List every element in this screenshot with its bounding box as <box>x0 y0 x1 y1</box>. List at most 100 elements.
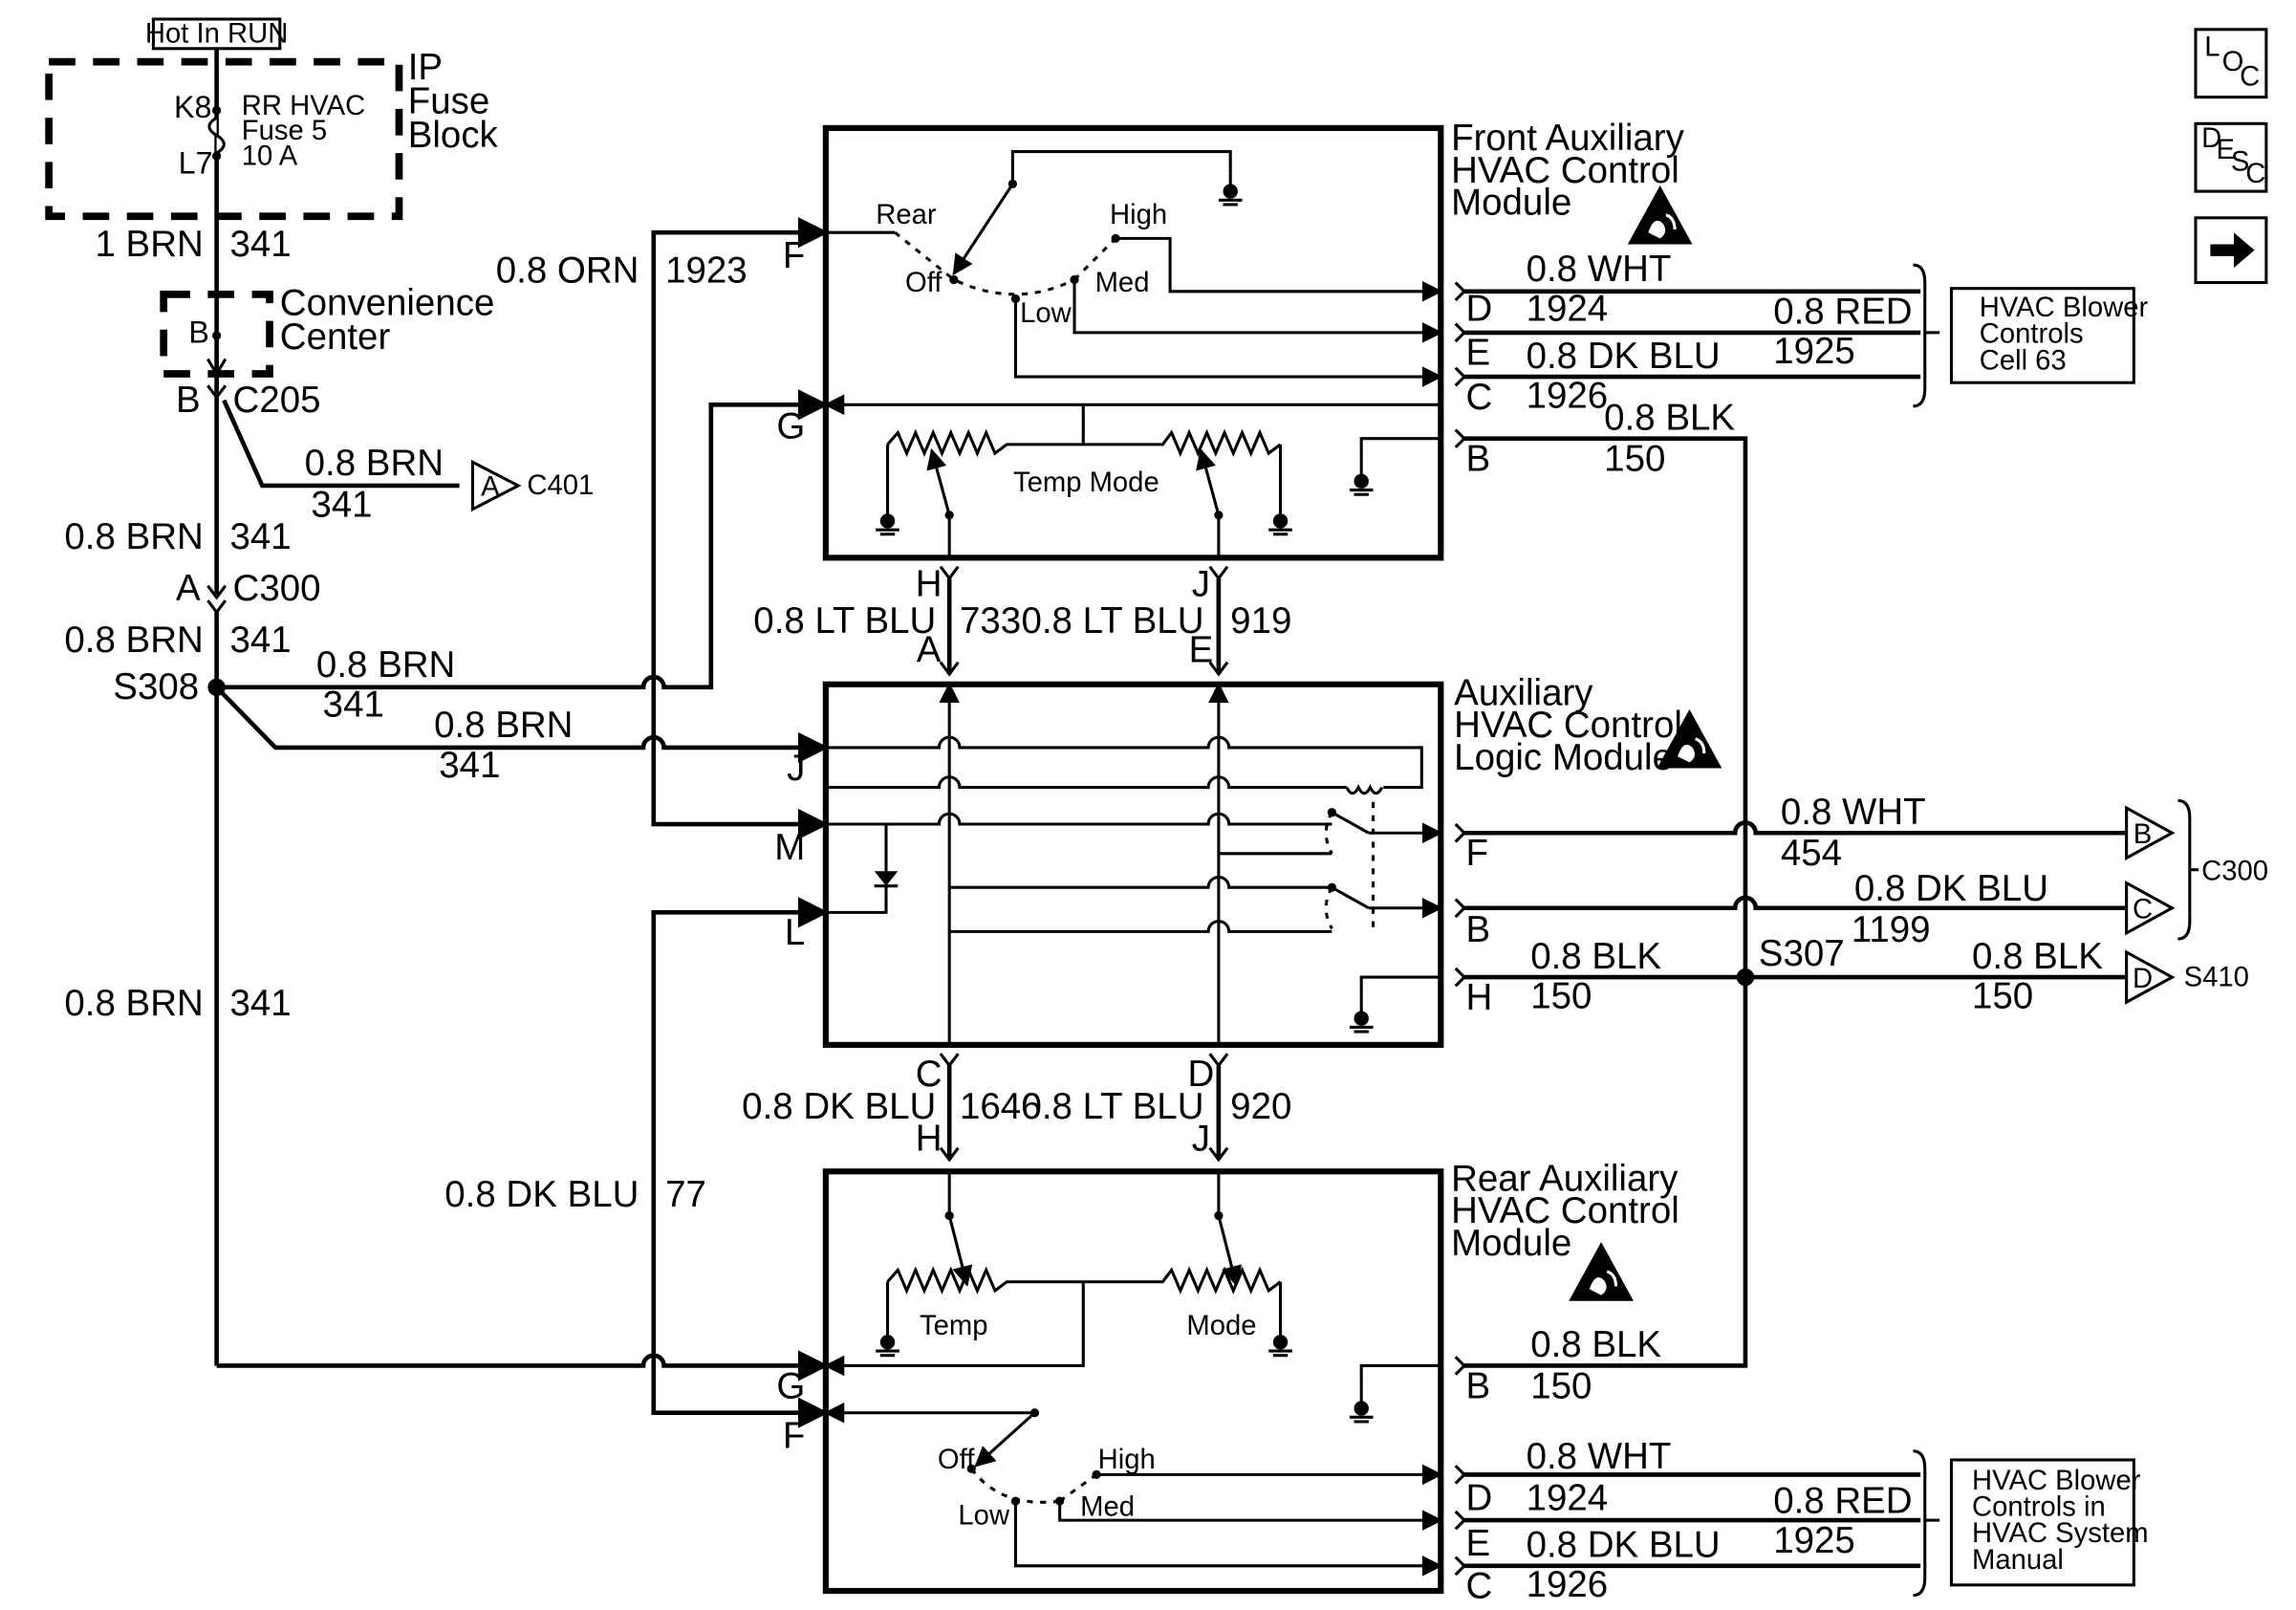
relay-coil <box>1345 784 1384 795</box>
logic-module-title: Auxiliary HVAC Control Logic Module <box>1454 672 1682 778</box>
svg-text:150: 150 <box>1530 975 1592 1016</box>
rear-aux-hvac-module <box>822 1168 1444 1595</box>
svg-text:B: B <box>1465 909 1490 950</box>
svg-text:H: H <box>1465 977 1492 1018</box>
svg-text:0.8 LT BLU: 0.8 LT BLU <box>1021 600 1203 642</box>
ref-box-hvac-blower-cell63[interactable]: HVAC Blower Controls Cell 63 <box>1949 287 2149 384</box>
svg-text:HVAC System: HVAC System <box>1972 1518 2149 1549</box>
loc-button[interactable]: L O C <box>2194 28 2268 99</box>
aux-hvac-logic-module <box>822 681 1444 1048</box>
logic-pin-l: L <box>785 912 805 953</box>
svg-text:Low: Low <box>1020 298 1072 329</box>
front-pin-f: F <box>783 235 805 276</box>
svg-text:0.8 LT BLU: 0.8 LT BLU <box>1021 1086 1203 1127</box>
svg-text:E: E <box>2217 135 2236 165</box>
svg-text:RR HVAC: RR HVAC <box>242 91 365 121</box>
svg-text:Center: Center <box>280 316 391 358</box>
wire-color-brn-a: 0.8 BRN <box>64 516 203 557</box>
svg-text:454: 454 <box>1781 833 1842 874</box>
svg-text:Med: Med <box>1080 1491 1135 1522</box>
svg-text:C: C <box>1465 377 1492 418</box>
svg-text:0.8 BLK: 0.8 BLK <box>1604 397 1735 438</box>
wire-num-brn-b: 341 <box>229 620 291 661</box>
svg-text:1924: 1924 <box>1527 1477 1609 1518</box>
c401-arrow: A C401 <box>470 459 594 512</box>
svg-text:S: S <box>2231 147 2250 178</box>
svg-text:Rear Auxiliary: Rear Auxiliary <box>1451 1158 1679 1199</box>
c300-connector <box>206 599 227 615</box>
ref-box-hvac-blower-system-manual[interactable]: HVAC Blower Controls in HVAC System Manu… <box>1949 1458 2149 1587</box>
front-module-title: Front Auxiliary HVAC Control Module <box>1451 118 1684 224</box>
svg-text:B: B <box>1465 439 1490 480</box>
wire-num-s2: 341 <box>439 745 500 786</box>
c205-label: C205 <box>233 380 321 421</box>
ground-icon <box>1348 1389 1375 1424</box>
svg-text:Module: Module <box>1451 1223 1571 1264</box>
svg-text:L7: L7 <box>179 146 213 181</box>
svg-text:1925: 1925 <box>1773 1520 1855 1561</box>
wire-color-s2: 0.8 BRN <box>434 705 573 746</box>
svg-text:HVAC Control: HVAC Control <box>1451 1190 1679 1231</box>
svg-text:0.8 WHT: 0.8 WHT <box>1527 1436 1672 1477</box>
svg-text:HVAC Blower: HVAC Blower <box>1980 293 2149 323</box>
c401-branch-wire <box>222 399 460 489</box>
c205-pin: B <box>176 380 201 421</box>
svg-text:0.8 RED: 0.8 RED <box>1773 1480 1912 1521</box>
svg-text:0.8 DK BLU: 0.8 DK BLU <box>1527 336 1721 377</box>
svg-text:0.8 WHT: 0.8 WHT <box>1527 249 1672 290</box>
svg-text:D: D <box>1188 1054 1215 1095</box>
svg-text:1924: 1924 <box>1527 289 1609 330</box>
logic-pin-m: M <box>774 827 805 868</box>
svg-text:D: D <box>1465 1477 1492 1518</box>
wire-color-long: 0.8 BRN <box>64 983 203 1024</box>
diode-symbol <box>874 871 899 886</box>
svg-text:C: C <box>2240 61 2260 92</box>
svg-text:0.8 BLK: 0.8 BLK <box>1972 936 2103 977</box>
svg-text:Fuse 5: Fuse 5 <box>242 116 327 146</box>
svg-text:Low: Low <box>958 1501 1010 1532</box>
wire-color-brn-b: 0.8 BRN <box>64 620 203 661</box>
wire-num-77: 77 <box>665 1174 706 1215</box>
desc-button[interactable]: D E S C <box>2194 121 2268 193</box>
wire-color-1brn: 1 BRN <box>95 224 203 265</box>
svg-text:919: 919 <box>1230 600 1291 642</box>
svg-text:Auxiliary: Auxiliary <box>1454 672 1593 713</box>
svg-text:C: C <box>1465 1566 1492 1607</box>
svg-text:K8: K8 <box>174 90 212 124</box>
svg-text:HVAC Blower: HVAC Blower <box>1972 1466 2141 1496</box>
s308-label: S308 <box>113 666 199 707</box>
front-temp-mode-controls: Temp Mode <box>823 394 1441 558</box>
svg-text:0.8 BLK: 0.8 BLK <box>1530 1324 1661 1365</box>
rear-blower-switch: Off Low Med High <box>823 1402 1443 1577</box>
svg-text:0.8 RED: 0.8 RED <box>1773 292 1912 333</box>
fuse-symbol <box>207 116 226 155</box>
c300-pin: A <box>176 568 201 609</box>
svg-text:Manual: Manual <box>1972 1545 2064 1576</box>
svg-text:C: C <box>2133 895 2153 925</box>
svg-text:B: B <box>2134 819 2153 850</box>
hot-in-run-label: Hot In RUN <box>145 17 288 51</box>
esd-warning-icon <box>1567 1240 1635 1303</box>
svg-text:H: H <box>916 563 942 604</box>
svg-text:1925: 1925 <box>1773 331 1855 372</box>
next-arrow-button[interactable] <box>2194 216 2268 285</box>
logic-internal-circuit <box>825 682 1443 1045</box>
svg-text:A: A <box>481 472 500 503</box>
svg-text:Logic Module: Logic Module <box>1454 737 1673 778</box>
svg-text:0.8 DK BLU: 0.8 DK BLU <box>742 1086 936 1127</box>
ground-icon <box>1267 1322 1294 1358</box>
svg-text:C: C <box>2245 159 2265 189</box>
svg-text:C401: C401 <box>527 470 594 501</box>
svg-text:S307: S307 <box>1759 933 1845 974</box>
wire-341-to-rear-g <box>216 1350 830 1382</box>
svg-text:E: E <box>1189 630 1214 671</box>
svg-text:HVAC Control: HVAC Control <box>1451 150 1679 191</box>
svg-text:B: B <box>188 315 209 350</box>
svg-text:Controls: Controls <box>1980 319 2084 350</box>
svg-text:Front Auxiliary: Front Auxiliary <box>1451 118 1684 159</box>
front-output-wires: 0.8 WHT D 1924 0.8 RED E 0.8 DK BLU 1925… <box>1454 249 1940 978</box>
svg-text:920: 920 <box>1230 1086 1291 1127</box>
svg-text:Controls in: Controls in <box>1972 1491 2106 1522</box>
svg-text:J: J <box>1192 1119 1210 1160</box>
